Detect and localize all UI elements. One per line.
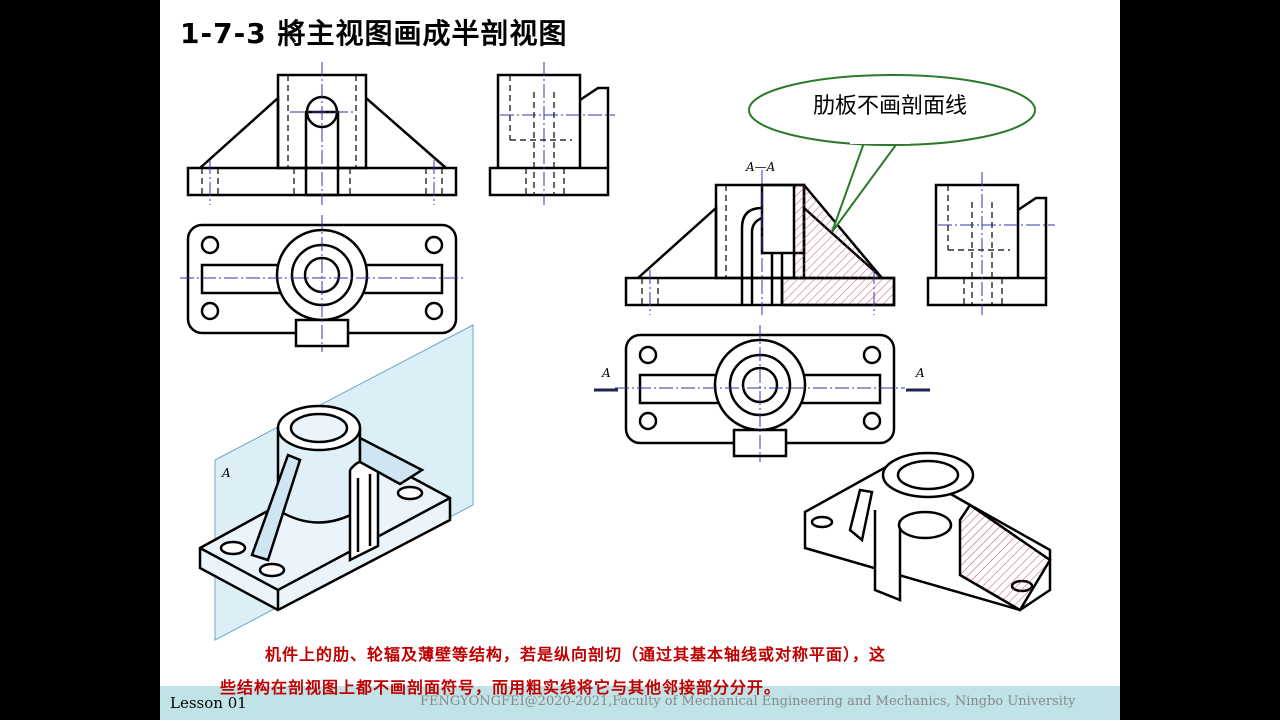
- section-label: A—A: [746, 160, 776, 174]
- cut-label-left: A: [602, 366, 611, 380]
- top-view-left: [180, 215, 465, 352]
- caption-line-1: 机件上的肋、轮辐及薄壁等结构，若是纵向剖切（通过其基本轴线或对称平面），这: [265, 645, 887, 664]
- front-view-left: [186, 62, 458, 205]
- side-view-right: [926, 172, 1055, 315]
- slide: 1-7-3 將主视图画成半剖视图: [160, 0, 1120, 720]
- callout-bubble: [748, 74, 1036, 233]
- top-view-right: [594, 325, 930, 462]
- footer-lesson: Lesson 01: [170, 694, 247, 712]
- caption-line-2: 些结构在剖视图上都不画剖面符号，而用粗实线将它与其他邻接部分分开。: [220, 678, 782, 697]
- technical-drawing: [180, 62, 1055, 641]
- isometric-with-plane: [198, 324, 474, 641]
- callout-text: 肋板不画剖面线: [812, 94, 967, 119]
- slide-title: 1-7-3 將主视图画成半剖视图: [180, 17, 568, 50]
- side-view-left: [488, 62, 615, 205]
- plane-label: A: [222, 466, 231, 480]
- isometric-section: [803, 451, 1052, 612]
- footer-bar: [160, 686, 1120, 720]
- cut-label-right: A: [916, 366, 925, 380]
- section-front-view: [624, 170, 896, 315]
- footer-credit: FENGYONGFEI@2020-2021,Faculty of Mechani…: [420, 694, 1076, 709]
- caption: 机件上的肋、轮辐及薄壁等结构，若是纵向剖切（通过其基本轴线或对称平面），这 些结…: [220, 638, 1080, 704]
